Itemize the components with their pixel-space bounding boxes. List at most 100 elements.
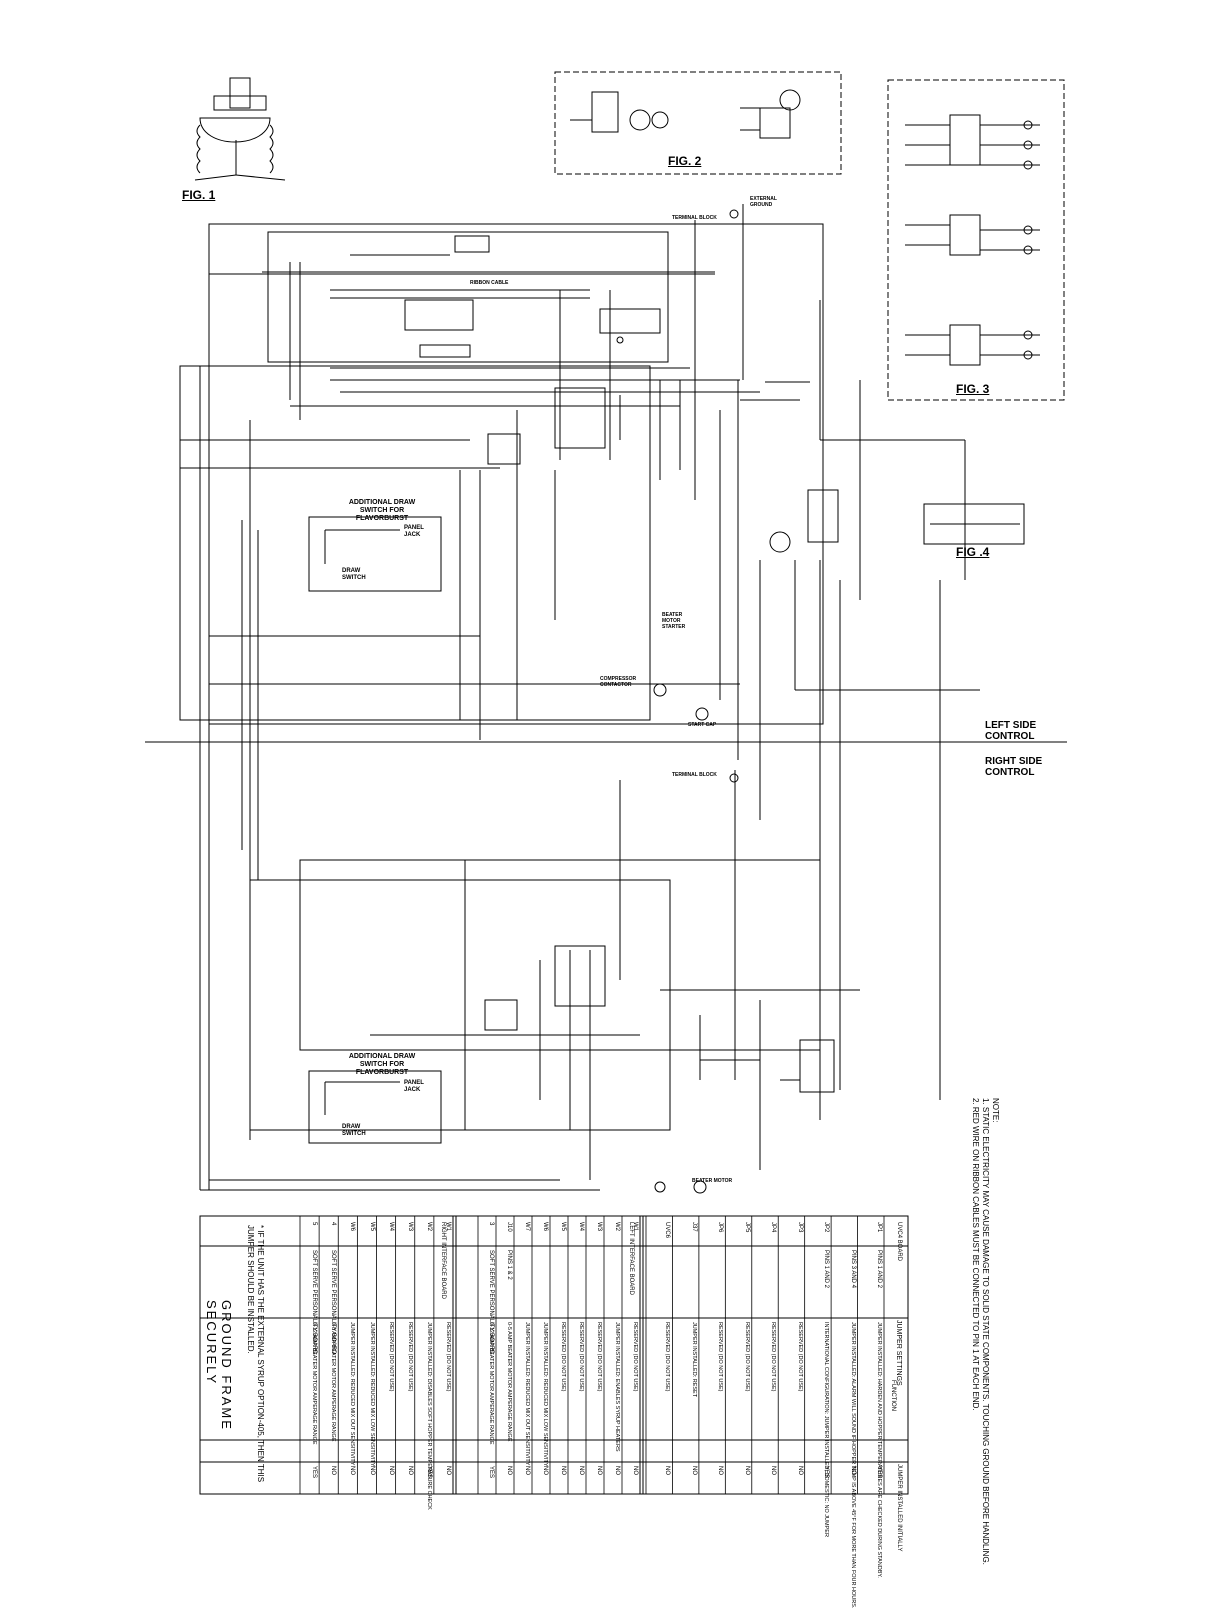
jumper-function-cell: 0-12 AMP BEATER MOTOR AMPERAGE RANGE xyxy=(311,1322,318,1445)
jumper-id-cell: W4 xyxy=(387,1222,394,1231)
jumper-function-cell: JUMPER INSTALLED: REDUCED MIX LOW SENSIT… xyxy=(368,1322,375,1467)
jumper-id-cell: W2 xyxy=(425,1222,432,1231)
jumper-function-cell: RESERVED (DO NOT USE) xyxy=(406,1322,413,1392)
jumper-function-cell: RESERVED (DO NOT USE) xyxy=(770,1322,777,1392)
jumper-function-cell: 0-12 AMP BEATER MOTOR AMPERAGE RANGE xyxy=(488,1322,494,1445)
jumper-id-cell: W4 xyxy=(578,1222,584,1231)
jumper-installed-cell: NO xyxy=(542,1466,548,1475)
jumper-id-cell: W5 xyxy=(368,1222,375,1231)
table-header-function: FUNCTION xyxy=(890,1380,896,1411)
jumper-function-cell: RESERVED (DO NOT USE) xyxy=(596,1322,602,1392)
interface-board-title: LEFT INTERFACE BOARD xyxy=(628,1222,634,1295)
jumper-id-cell: W7 xyxy=(524,1222,530,1231)
jumper-installed-cell: NO xyxy=(330,1466,337,1475)
jumper-function-cell: RESERVED (DO NOT USE) xyxy=(717,1322,724,1392)
jumper-installed-cell: YES xyxy=(876,1466,882,1479)
jumper-id-cell: W6 xyxy=(349,1222,356,1231)
jumper-installed-cell: NO xyxy=(578,1466,584,1475)
fig1-compressor-sketch xyxy=(194,77,286,181)
jumper-function-cell: JUMPER INSTALLED: ALARM WILL SOUND IF HO… xyxy=(849,1322,856,1608)
left-side-control-label: LEFT SIDE CONTROL xyxy=(985,720,1037,742)
jumper-id-cell: W5 xyxy=(560,1222,566,1231)
table-header-board: UVC4 BOARD xyxy=(896,1222,902,1262)
jumper-id-cell: 5 xyxy=(311,1222,318,1226)
fig3-sketch xyxy=(905,114,1040,366)
interface-board-title: RIGHT INTERFACE BOARD xyxy=(440,1222,446,1299)
jumper-id-cell: W6 xyxy=(542,1222,548,1231)
jumper-id-cell: J37 xyxy=(690,1222,697,1232)
jumper-id-cell: JP1 xyxy=(876,1222,882,1233)
ribbon-cable-label: RIBBON CABLE xyxy=(470,280,509,286)
fig1-label: FIG. 1 xyxy=(182,188,216,202)
jumper-id-cell: W3 xyxy=(596,1222,602,1231)
jumper-id-cell: J10 xyxy=(506,1222,512,1232)
panel-jack-left: PANEL JACK xyxy=(404,525,424,538)
terminal-block-upper: TERMINAL BLOCK xyxy=(672,215,717,221)
jumper-installed-cell: NO xyxy=(717,1466,724,1475)
jumper-function-cell: JUMPER INSTALLED: RESET xyxy=(690,1322,697,1398)
jumper-installed-cell: YES xyxy=(425,1466,432,1479)
panel-jack-right: PANEL JACK xyxy=(404,1080,424,1093)
jumper-id-cell: W2 xyxy=(614,1222,620,1231)
beater-motor-label: BEATER MOTOR xyxy=(692,1178,733,1184)
jumper-pins-cell: PINS 3 AND 4 xyxy=(849,1250,856,1289)
jumper-installed-cell: NO xyxy=(690,1466,697,1475)
draw-switch-title-right: ADDITIONAL DRAW SWITCH FOR FLAVORBURST xyxy=(348,1053,416,1076)
jumper-id-cell: JP6 xyxy=(717,1222,724,1233)
jumper-installed-cell: NO xyxy=(368,1466,375,1475)
jumper-installed-cell: YES xyxy=(823,1466,830,1479)
start-cap-label: START CAP xyxy=(688,722,717,728)
jumper-function-cell: JUMPER INSTALLED: REDUCED MIX OUT SENSIT… xyxy=(349,1322,356,1466)
jumper-function-cell: INTERNATIONAL CONFIGURATION: JUMPER INST… xyxy=(823,1322,830,1537)
jumper-installed-cell: NO xyxy=(524,1466,530,1475)
draw-switch-title-left: ADDITIONAL DRAW SWITCH FOR FLAVORBURST xyxy=(348,499,416,522)
jumper-installed-cell: NO xyxy=(743,1466,750,1475)
jumper-id-cell: W3 xyxy=(406,1222,413,1231)
jumper-installed-cell: NO xyxy=(560,1466,566,1475)
jumper-installed-cell: NO xyxy=(387,1466,394,1475)
jumper-installed-cell: NO xyxy=(849,1466,856,1475)
jumper-function-cell: RESERVED (DO NOT USE) xyxy=(445,1322,451,1392)
jumper-function-cell: 0-8 AMP BEATER MOTOR AMPERAGE RANGE xyxy=(330,1322,337,1442)
terminal-block-lower: TERMINAL BLOCK xyxy=(672,772,717,778)
jumper-function-cell: RESERVED (DO NOT USE) xyxy=(387,1322,394,1392)
fig4-label: FIG .4 xyxy=(956,545,990,559)
jumper-function-cell: RESERVED (DO NOT USE) xyxy=(743,1322,750,1392)
jumper-function-cell: JUMPER INSTALLED: ENABLES SYRUP HEATERS xyxy=(614,1322,620,1452)
jumper-function-cell: 0-5 AMP BEATER MOTOR AMPERAGE RANGE xyxy=(506,1322,512,1442)
jumper-installed-cell: NO xyxy=(664,1466,671,1475)
jumper-installed-cell: NO xyxy=(406,1466,413,1475)
jumper-pins-cell: PINS 1 & 2 xyxy=(506,1250,512,1280)
fig3-label: FIG. 3 xyxy=(956,382,990,396)
jumper-pins-cell: PINS 1 AND 2 xyxy=(823,1250,830,1289)
jumper-installed-cell: NO xyxy=(506,1466,512,1475)
compressor-contactor-label: COMPRESSOR CONTACTOR xyxy=(600,676,637,688)
jumper-function-cell: JUMPER INSTALLED: HARDEN AND HOPPER TEMP… xyxy=(876,1322,882,1578)
draw-switch-right: DRAW SWITCH xyxy=(342,1124,366,1137)
jumper-function-cell: JUMPER INSTALLED: DISABLES SOFT HOPPER T… xyxy=(425,1322,432,1510)
jumper-id-cell: 3 xyxy=(488,1222,494,1226)
notes-block: NOTE: 1. STATIC ELECTRICITY MAY CAUSE DA… xyxy=(970,1098,1000,1578)
jumper-installed-cell: NO xyxy=(596,1466,602,1475)
fig2-label: FIG. 2 xyxy=(668,154,702,168)
jumper-installed-cell: NO xyxy=(349,1466,356,1475)
jumper-id-cell: JP2 xyxy=(823,1222,830,1233)
note-item-1: 1. STATIC ELECTRICITY MAY CAUSE DAMAGE T… xyxy=(981,1098,990,1565)
jumper-function-cell: RESERVED (DO NOT USE) xyxy=(560,1322,566,1392)
jumper-installed-cell: NO xyxy=(445,1466,451,1475)
jumper-pins-cell: PINS 1 AND 2 xyxy=(876,1250,882,1289)
jumper-id-cell: UVC6 xyxy=(664,1222,671,1239)
jumper-id-cell: JP5 xyxy=(743,1222,750,1233)
table-header-installed: JUMPER INSTALLED INITIALLY xyxy=(896,1464,902,1552)
jumper-table-grid xyxy=(199,1215,909,1495)
jumper-function-cell: RESERVED (DO NOT USE) xyxy=(796,1322,803,1392)
external-ground-label: EXTERNAL GROUND xyxy=(750,196,777,208)
jumper-function-cell: RESERVED (DO NOT USE) xyxy=(632,1322,638,1392)
jumper-installed-cell: YES xyxy=(488,1466,494,1479)
jumper-id-cell: JP3 xyxy=(796,1222,803,1233)
jumper-function-cell: RESERVED (DO NOT USE) xyxy=(664,1322,671,1392)
notes-heading: NOTE: xyxy=(991,1098,1000,1123)
jumper-function-cell: RESERVED (DO NOT USE) xyxy=(578,1322,584,1392)
